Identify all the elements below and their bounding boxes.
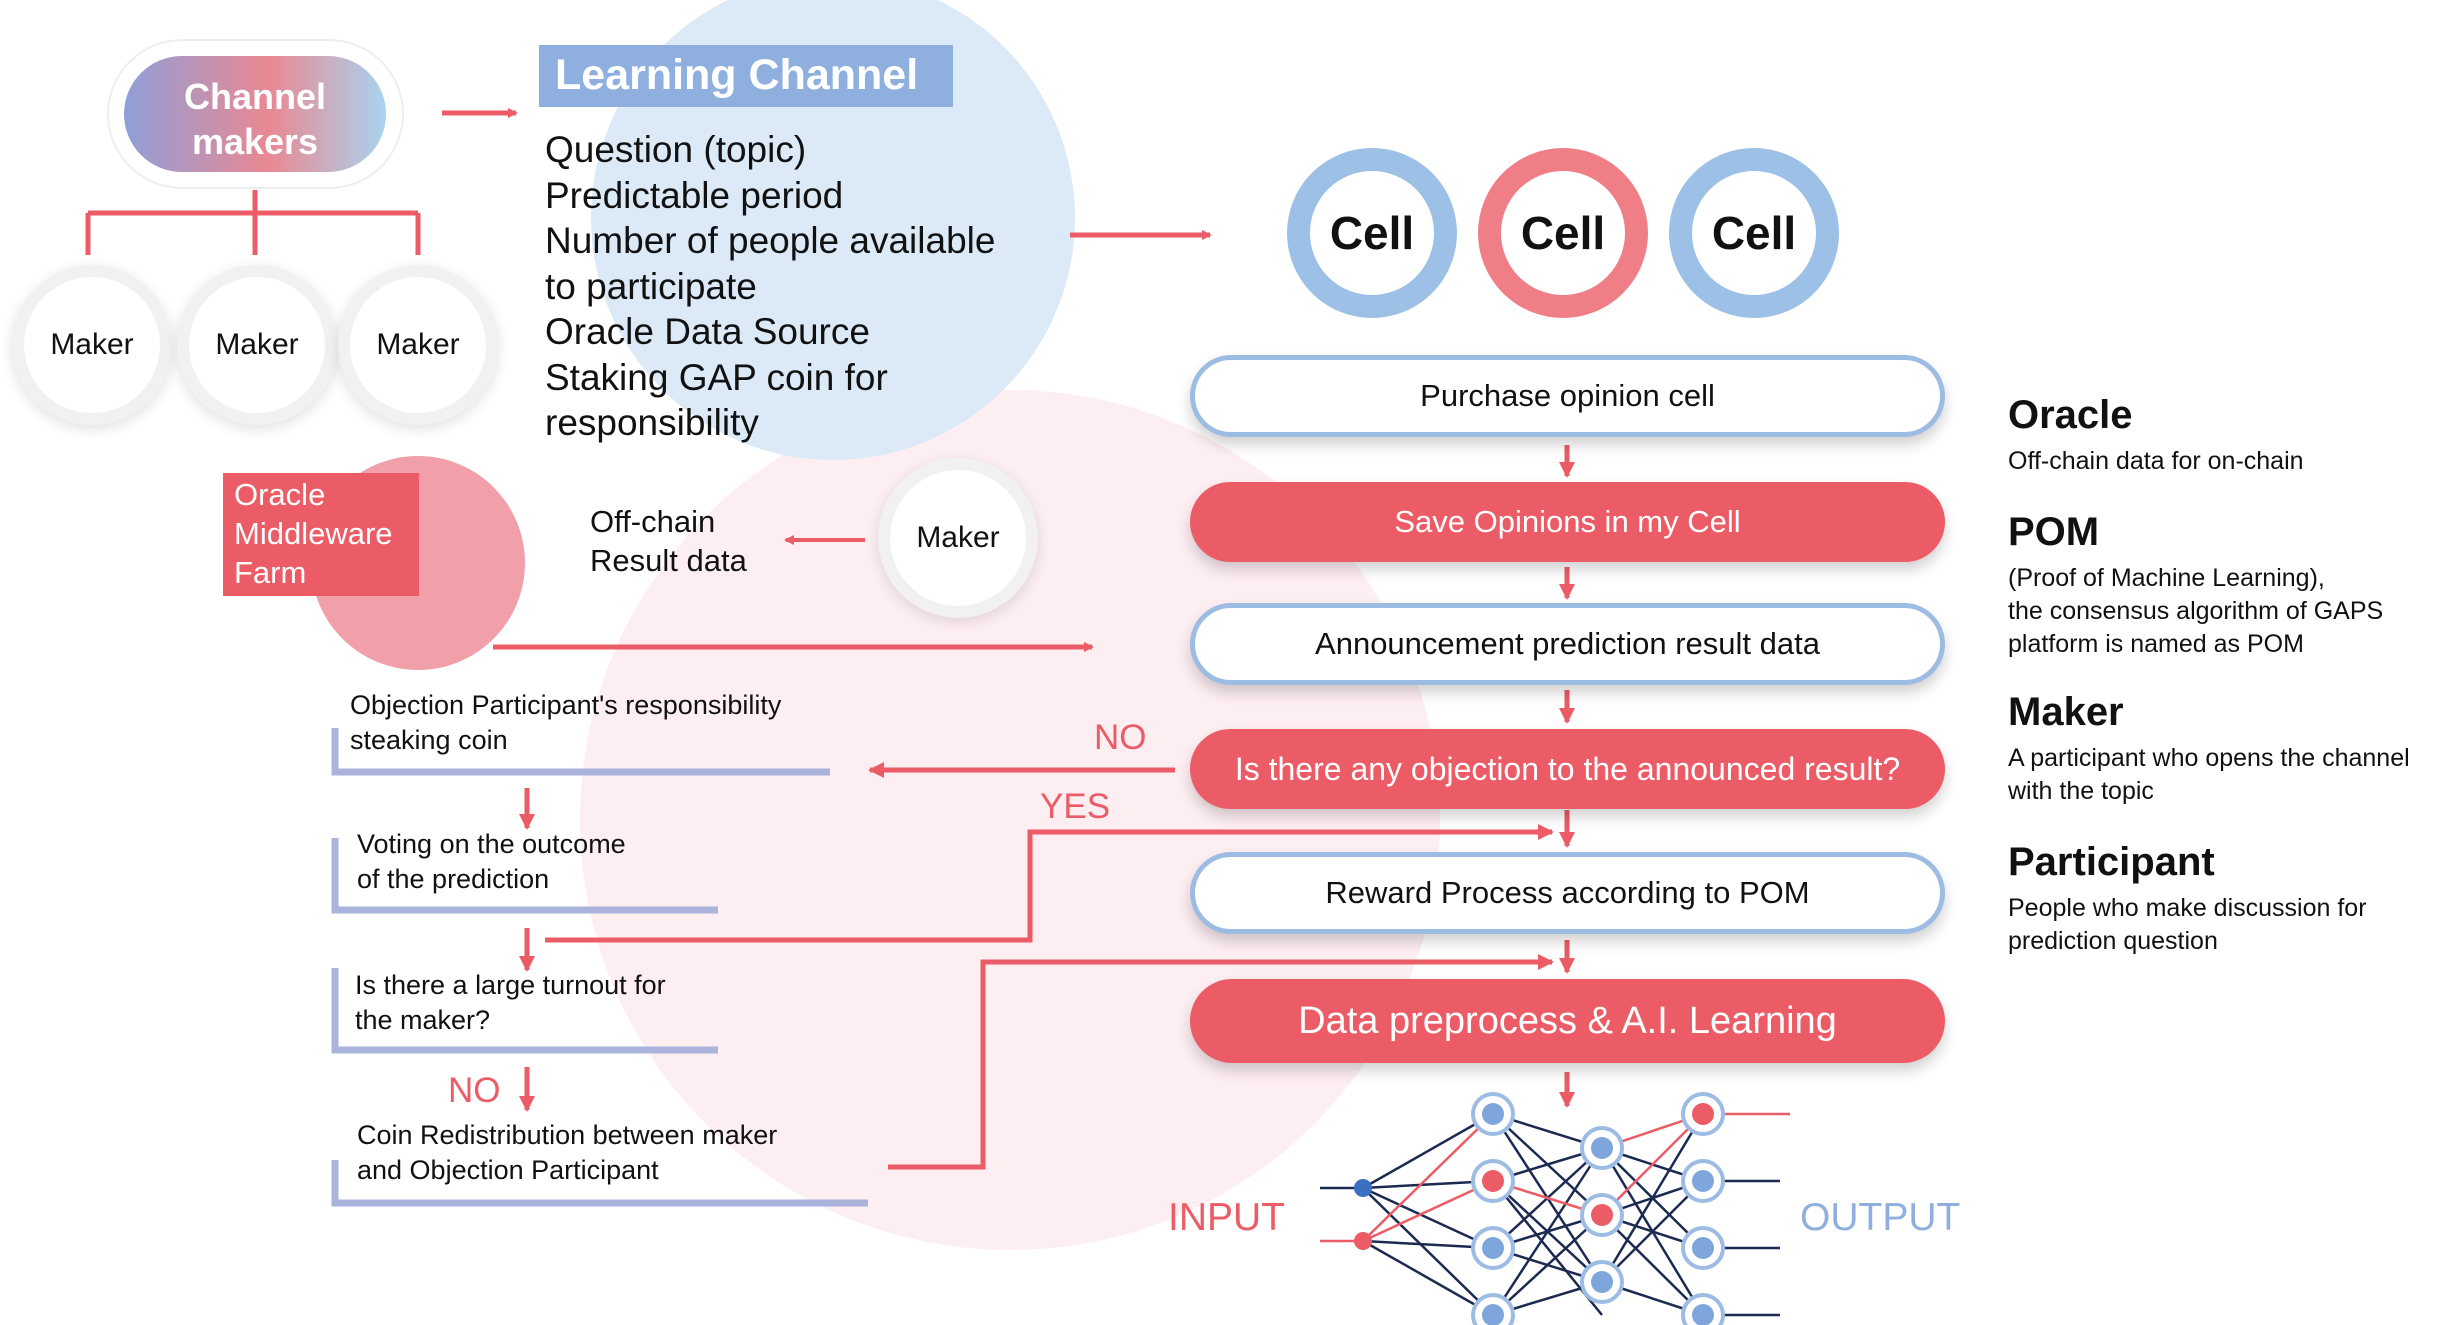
- learning-channel-item: Number of people available to participat…: [545, 220, 996, 307]
- definition-term: POM: [2008, 510, 2100, 554]
- decision-no-label: NO: [1094, 718, 1147, 757]
- cell-blue-1: Cell: [1287, 148, 1457, 318]
- cell-label: Cell: [1711, 207, 1797, 259]
- flow-label: Save Opinions in my Cell: [1394, 504, 1741, 539]
- learning-channel-item: Oracle Data Source: [545, 311, 870, 352]
- flow-data-preprocess: Data preprocess & A.I. Learning: [1190, 979, 1945, 1063]
- learning-channel-item: Staking GAP coin for responsibility: [545, 356, 888, 444]
- definition-desc: A participant who opens the channel with…: [2008, 744, 2410, 805]
- maker-label: Maker: [50, 328, 134, 361]
- decision-no2-label: NO: [448, 1071, 501, 1110]
- flow-label: Is there any objection to the announced …: [1234, 750, 1901, 787]
- objection-step-2: Voting on the outcome of the prediction: [357, 829, 626, 895]
- channel-makers-label: Channel makers: [183, 76, 326, 162]
- flow-label: Purchase opinion cell: [1420, 378, 1715, 413]
- arrow-redistribution-route: [888, 954, 1554, 1170]
- maker-label: Maker: [916, 521, 1000, 554]
- flow-label: Announcement prediction result data: [1315, 626, 1820, 661]
- learning-channel-title: Learning Channel: [555, 51, 919, 99]
- channel-makers-pill: [124, 56, 386, 172]
- oracle-farm-box: [223, 473, 419, 596]
- flow-objection-question: Is there any objection to the announced …: [1190, 729, 1945, 809]
- flow-purchase-opinion-cell: Purchase opinion cell: [1190, 355, 1945, 437]
- definition-desc: Off-chain data for on-chain: [2008, 447, 2304, 475]
- arrow-yes-route: [545, 824, 1554, 943]
- flow-announcement: Announcement prediction result data: [1190, 603, 1945, 685]
- definition-desc: People who make discussion for predictio…: [2008, 894, 2367, 955]
- learning-channel-title-box: [539, 45, 953, 107]
- maker-label: Maker: [215, 328, 299, 361]
- offchain-maker-circle: Maker: [890, 470, 1026, 606]
- step-brackets: [331, 728, 868, 1207]
- maker-circle-3: Maker: [350, 277, 486, 413]
- definition-desc: (Proof of Machine Learning), the consens…: [2008, 564, 2384, 658]
- definition-term: Participant: [2008, 840, 2215, 884]
- flow-label: Reward Process according to POM: [1325, 875, 1810, 910]
- maker-circle-1: Maker: [24, 277, 160, 413]
- flow-save-opinions: Save Opinions in my Cell: [1190, 482, 1945, 562]
- cell-label: Cell: [1329, 207, 1415, 259]
- cell-label: Cell: [1520, 207, 1606, 259]
- decision-yes-label: YES: [1040, 787, 1111, 826]
- cell-blue-2: Cell: [1669, 148, 1839, 318]
- definition-term: Oracle: [2008, 393, 2133, 437]
- maker-label: Maker: [376, 328, 460, 361]
- nn-input-label: INPUT: [1168, 1196, 1285, 1239]
- definition-term: Maker: [2008, 690, 2124, 734]
- objection-step-1: Objection Participant's responsibility s…: [350, 690, 782, 756]
- maker-tree: [85, 190, 421, 255]
- background-blue-circle: [591, 0, 1075, 460]
- oracle-farm-label: Oracle Middleware Farm: [234, 477, 393, 590]
- neural-network: [1320, 1092, 1790, 1325]
- nn-output-label: OUTPUT: [1800, 1196, 1961, 1239]
- offchain-label: Off-chain Result data: [590, 504, 747, 578]
- objection-step-3: Is there a large turnout for the maker?: [355, 970, 666, 1036]
- learning-channel-items: Question (topic) Predictable period Numb…: [545, 127, 995, 446]
- objection-step-4: Coin Redistribution between maker and Ob…: [357, 1120, 778, 1186]
- learning-channel-item: Question (topic): [545, 129, 807, 170]
- maker-circle-2: Maker: [189, 277, 325, 413]
- flow-label: Data preprocess & A.I. Learning: [1298, 999, 1837, 1042]
- learning-channel-item: Predictable period: [545, 174, 844, 216]
- cell-red: Cell: [1478, 148, 1648, 318]
- flow-reward-process: Reward Process according to POM: [1190, 852, 1945, 934]
